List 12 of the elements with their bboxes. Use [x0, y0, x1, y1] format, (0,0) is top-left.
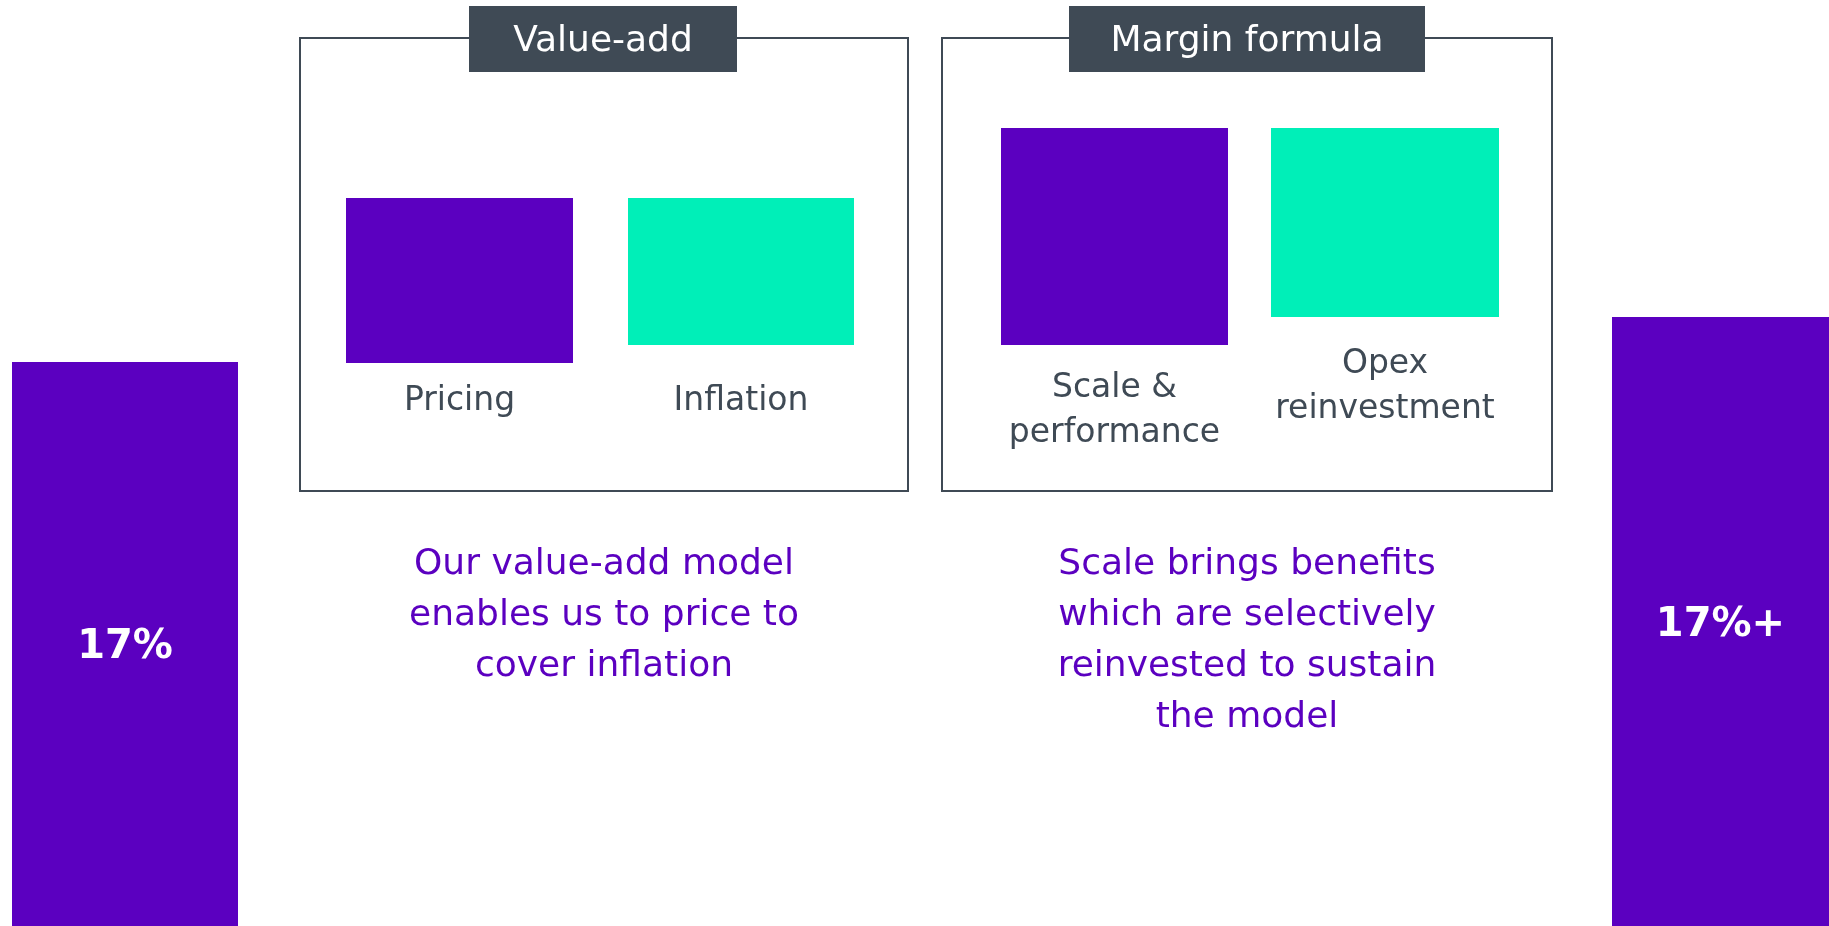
caption-text: Our value-add model enables us to price to cover inflation	[409, 540, 799, 686]
block-label: Inflation	[672, 378, 810, 420]
header-tab: Value-add	[469, 6, 737, 72]
header-tab: Margin formula	[1069, 6, 1425, 72]
value-label: 17%+	[1655, 598, 1786, 645]
bar	[12, 362, 238, 926]
block-label: Scale & performance	[1007, 365, 1222, 452]
block-label: Pricing	[402, 378, 517, 420]
block-label: Opex reinvestment	[1274, 341, 1496, 428]
caption-text: Scale brings benefits which are selectively reinvested to sustain the model	[1056, 540, 1438, 737]
bar	[1612, 317, 1829, 926]
value-label: 17%	[77, 621, 173, 667]
